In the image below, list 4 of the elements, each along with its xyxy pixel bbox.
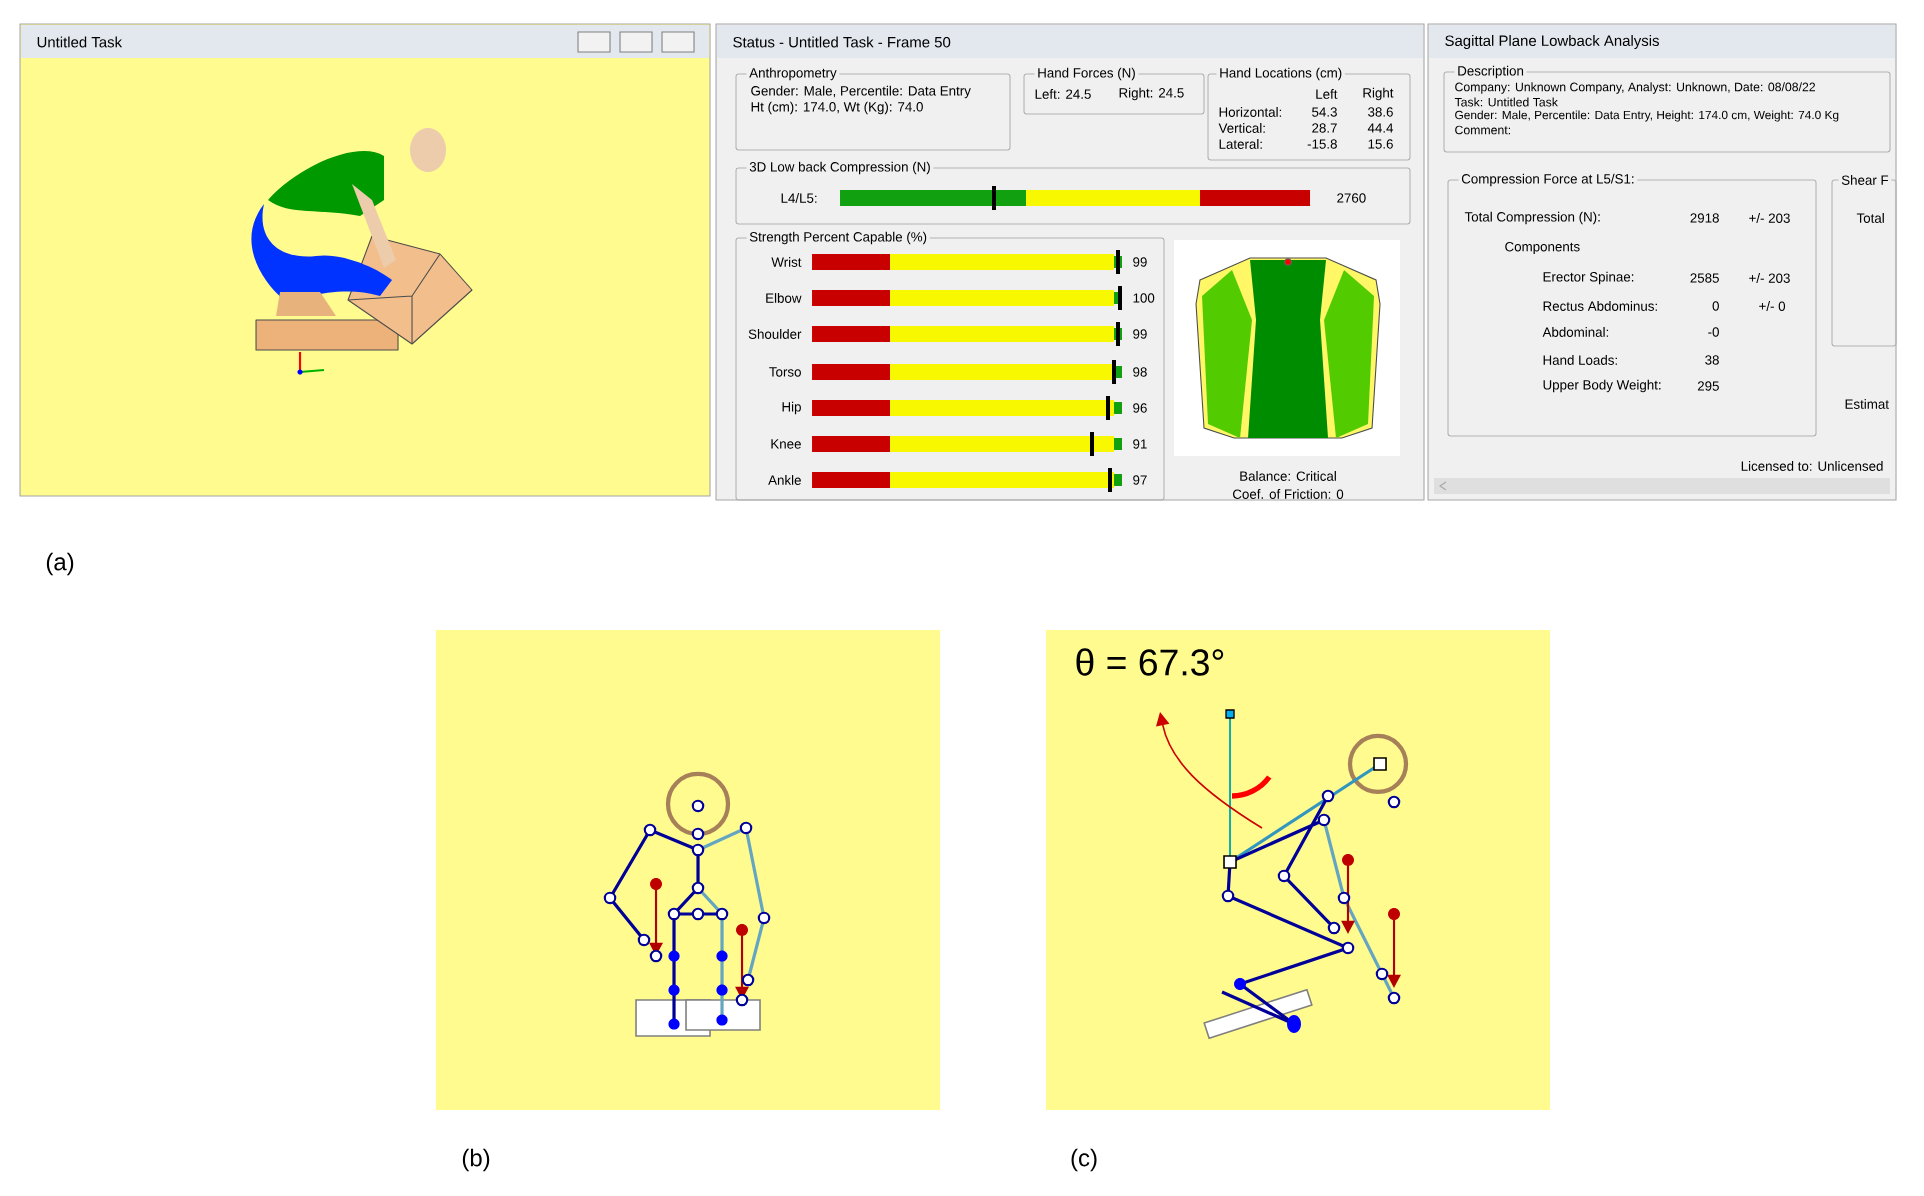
angle-label: θ = 67.3° xyxy=(1076,648,1224,676)
panel-label: (c) xyxy=(1071,1148,1097,1172)
panel-label: (b) xyxy=(462,1148,490,1172)
panel-label: (a) xyxy=(46,552,74,576)
